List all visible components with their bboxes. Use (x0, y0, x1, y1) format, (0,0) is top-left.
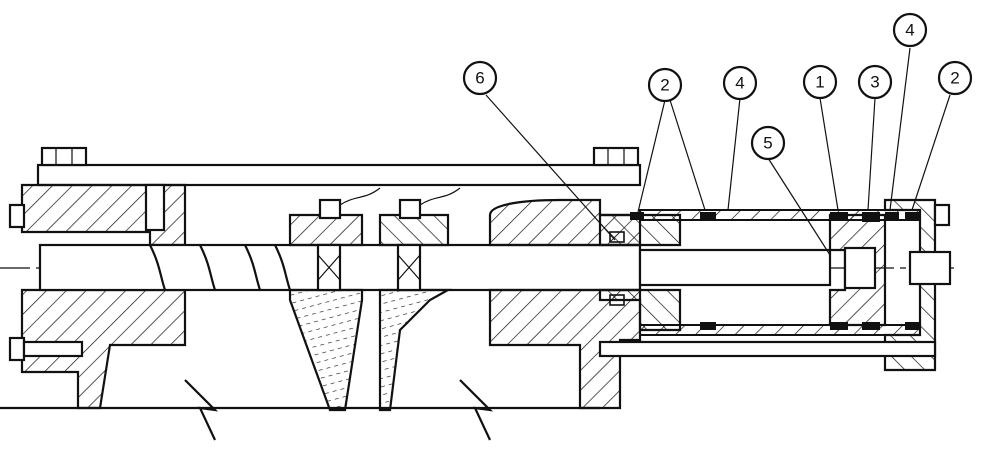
svg-text:2: 2 (660, 76, 669, 95)
piston-rod (638, 248, 832, 287)
callout-4a: 4 (722, 65, 758, 101)
seal-bottom-4 (905, 322, 919, 330)
callout-6: 6 (462, 60, 498, 96)
svg-text:3: 3 (870, 73, 879, 92)
seal-1 (830, 212, 848, 220)
left-end-bolt-bottom (8, 336, 84, 362)
end-cap-port (908, 250, 952, 286)
leader-lines (485, 47, 951, 256)
seal-bottom-2 (830, 322, 848, 330)
left-key-slot (144, 183, 166, 232)
seal-bottom-3 (862, 322, 880, 330)
svg-text:2: 2 (950, 69, 959, 88)
seal-4b (885, 212, 899, 220)
callout-4b: 4 (892, 12, 928, 48)
top-cover-plate (36, 163, 642, 187)
shaft-helix (149, 244, 292, 291)
top-bolt-left (40, 146, 88, 167)
svg-text:1: 1 (815, 73, 824, 92)
svg-text:4: 4 (905, 21, 914, 40)
rod-wiper-top (609, 231, 625, 243)
seal-bottom-1 (700, 322, 716, 330)
set-screw-right (396, 187, 461, 292)
top-bolt-right (592, 146, 640, 167)
callout-2b: 2 (937, 60, 973, 96)
svg-text:4: 4 (735, 74, 744, 93)
center-block-left (288, 213, 364, 247)
callout-3: 3 (857, 64, 893, 100)
center-block-left-lower (288, 288, 364, 412)
center-block-right-lower (378, 288, 453, 412)
piston-nut (843, 246, 877, 290)
callout-2a: 2 (647, 67, 683, 103)
left-housing-lower (20, 288, 187, 410)
right-housing-lower (488, 288, 642, 410)
set-screw-left (316, 187, 381, 292)
rod-wiper-bottom (609, 294, 625, 306)
seal-4a (700, 212, 716, 220)
svg-text:6: 6 (475, 69, 484, 88)
svg-text:5: 5 (763, 134, 772, 153)
break-mark-left (184, 379, 219, 441)
left-end-bolt-top (8, 203, 26, 229)
seal-2b (905, 212, 919, 220)
tie-rod (598, 340, 937, 358)
callout-1: 1 (802, 64, 838, 100)
center-block-right (378, 213, 450, 247)
break-mark-right (459, 379, 494, 441)
seal-3 (862, 212, 880, 222)
seal-2a (630, 212, 644, 220)
callout-5: 5 (750, 125, 786, 161)
end-cap-bolt (933, 203, 951, 227)
